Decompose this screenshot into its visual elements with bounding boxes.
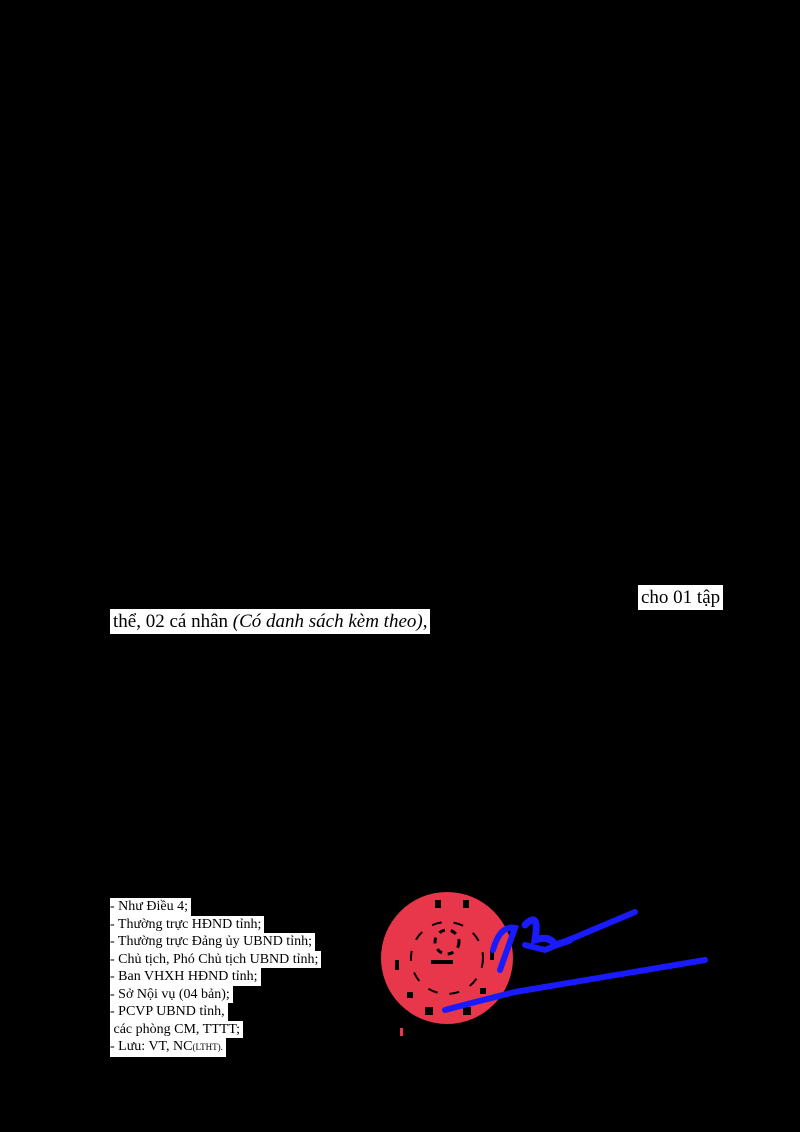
body-text-line2: thể, 02 cá nhân (Có danh sách kèm theo), (110, 609, 431, 634)
recipient-item: - Chủ tịch, Phó Chủ tịch UBND tỉnh; (110, 950, 322, 968)
recipient-item: - Thường trực HĐND tỉnh; (110, 915, 265, 933)
recipient-item: - PCVP UBND tỉnh, (110, 1003, 228, 1021)
recipients-list: - Như Điều 4; - Thường trực HĐND tỉnh; -… (110, 898, 322, 1057)
recipient-item-archive: - Lưu: VT, NC(LTHT). (110, 1038, 226, 1057)
recipient-item: các phòng CM, TTTT; (110, 1020, 243, 1038)
official-seal-and-signature (381, 892, 708, 1036)
recipient-item: - Như Điều 4; (110, 898, 191, 916)
seal-icon (381, 892, 513, 1036)
signature-icon (442, 909, 708, 1013)
body-text-line2-start: thể, 02 cá nhân (113, 611, 233, 632)
recipient-item: - Ban VHXH HĐND tỉnh; (110, 968, 261, 986)
recipient-item: - Thường trực Đảng ủy UBND tỉnh; (110, 933, 315, 951)
body-text-line2-end: , (422, 611, 428, 632)
archive-prefix: - Lưu: VT, NC (110, 1039, 193, 1054)
archive-suffix: (LTHT). (192, 1042, 223, 1052)
attachment-note: (Có danh sách kèm theo) (232, 611, 423, 632)
body-text-line1-end: cho 01 tập (638, 585, 724, 610)
recipient-item: - Sở Nội vụ (04 bản); (110, 985, 233, 1003)
